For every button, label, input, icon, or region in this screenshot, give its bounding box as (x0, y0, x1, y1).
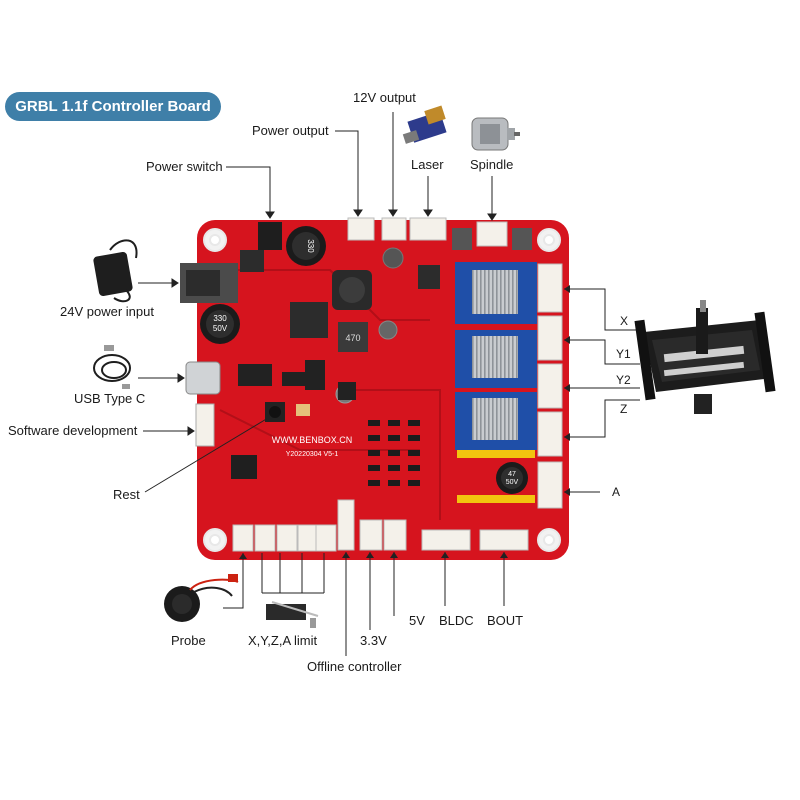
label-24v-power-input: 24V power input (60, 304, 154, 319)
connector-spindle (476, 221, 508, 247)
limit-switch-icon (266, 601, 319, 628)
cap-47-voltage: 50V (506, 479, 519, 486)
label-12v-output: 12V output (353, 90, 416, 105)
label-bout: BOUT (487, 613, 524, 628)
software-dev-header (195, 403, 215, 447)
connector-a (537, 461, 563, 509)
usb-cable-icon (93, 345, 131, 389)
smd-resistors (368, 420, 420, 486)
inductor-value: 470 (345, 333, 360, 343)
stepper-drivers (455, 262, 537, 503)
cap-47-value: 47 (508, 471, 516, 478)
label-5v: 5V (409, 613, 425, 628)
label-3v3: 3.3V (360, 633, 387, 648)
label-software-development: Software development (8, 423, 138, 438)
capacitor-47: 47 50V (496, 462, 528, 494)
label-spindle: Spindle (470, 157, 514, 172)
label-probe: Probe (171, 633, 206, 648)
spindle-motor-icon (471, 117, 520, 151)
connector-12v-output (381, 217, 407, 241)
connector-power-output (347, 217, 375, 241)
label-axis-y2: Y2 (616, 373, 631, 387)
regulator (290, 302, 328, 338)
diagram-title: GRBL 1.1f Controller Board (5, 92, 221, 121)
probe-icon (164, 574, 239, 622)
label-bldc: BLDC (439, 613, 474, 628)
laser-module-icon (402, 105, 447, 144)
silkscreen-code: Y20220304 V5-1 (286, 451, 339, 458)
label-laser: Laser (411, 157, 444, 172)
silkscreen-url: WWW.BENBOX.CN (272, 435, 353, 445)
connector-x (537, 263, 563, 313)
usb-chip (238, 364, 272, 386)
cap-330-value: 330 (213, 314, 227, 323)
label-usb-type-c: USB Type C (74, 391, 146, 406)
capacitor-330-top: 330 (286, 226, 326, 266)
label-axis-a: A (612, 485, 621, 499)
cnc-machine-icon (634, 300, 776, 414)
cap-330-voltage: 50V (213, 324, 228, 333)
inductor-470 (338, 322, 368, 352)
power-adapter-icon (93, 239, 138, 303)
bottom-connectors (232, 499, 529, 552)
capacitor-330-left: 330 50V (200, 304, 240, 344)
label-offline-controller: Offline controller (307, 659, 402, 674)
label-axis-y1: Y1 (616, 347, 631, 361)
connector-laser (409, 217, 447, 241)
label-power-switch: Power switch (146, 159, 223, 174)
label-axis-z: Z (620, 402, 628, 416)
connector-y1 (537, 315, 563, 361)
usb-c-port (185, 361, 221, 395)
connector-z (537, 411, 563, 457)
label-rest: Rest (113, 487, 140, 502)
leader-lines (138, 112, 640, 656)
label-axis-x: X (620, 314, 629, 328)
svg-text:330: 330 (306, 239, 315, 253)
power-switch-body (258, 222, 282, 250)
label-limit: X,Y,Z,A limit (248, 633, 318, 648)
mcu (231, 455, 257, 479)
mounting-holes (203, 228, 561, 552)
connector-y2 (537, 363, 563, 409)
label-power-output: Power output (252, 123, 329, 138)
controller-board: 330 330 50V 47 50V 470 (180, 217, 569, 560)
